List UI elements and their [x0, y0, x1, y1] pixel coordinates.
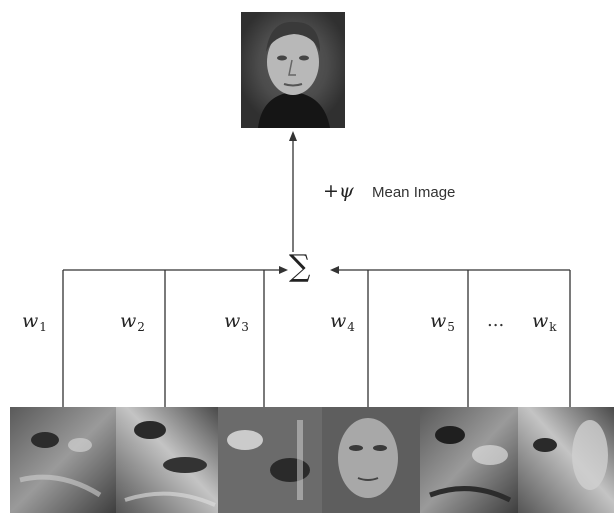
- right-arrowhead: [330, 266, 339, 274]
- ellipsis: ...: [487, 310, 505, 331]
- weight-label-5: w5: [430, 310, 455, 334]
- psi-label: +ψ: [323, 180, 354, 202]
- weight-label-3: w3: [224, 310, 249, 334]
- arrow-to-mean-image: [289, 131, 297, 252]
- left-arrowhead: [279, 266, 288, 274]
- mean-face-image: [241, 12, 345, 128]
- mean-image-caption: Mean Image: [372, 184, 456, 201]
- eigenface-strip: [10, 407, 614, 513]
- sum-symbol: ∑: [289, 249, 311, 284]
- weight-label-2: w2: [120, 310, 145, 334]
- weight-label-1: w1: [22, 310, 47, 334]
- weight-label-k: wk: [532, 310, 557, 334]
- weight-label-4: w4: [330, 310, 355, 334]
- sum-bus-lines: [62, 269, 571, 407]
